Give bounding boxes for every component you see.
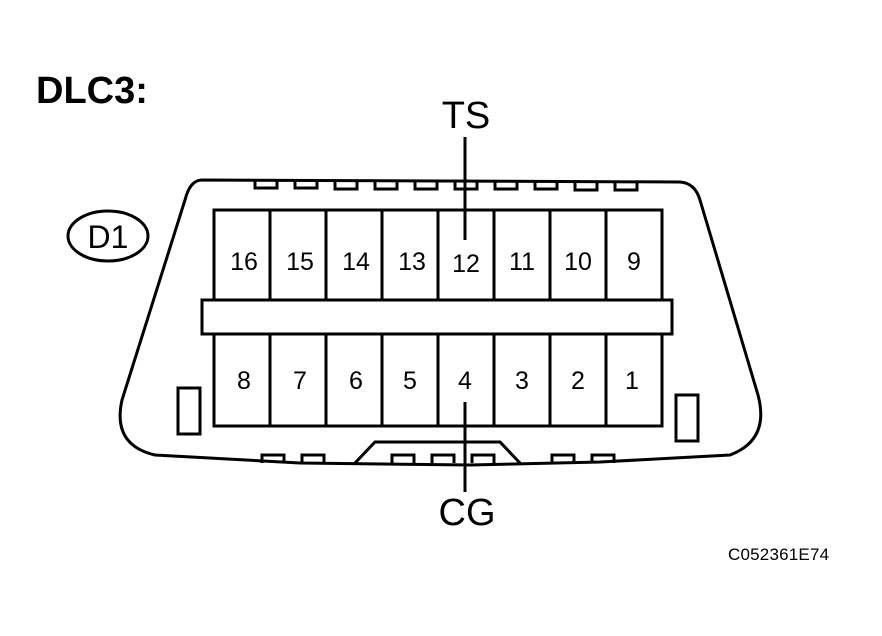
pin-label: 1 <box>625 367 639 395</box>
bottom-row-pin-labels: 8 7 6 5 4 3 2 1 <box>237 367 639 395</box>
bottom-edge-notches <box>260 453 616 463</box>
pin-label: 5 <box>403 367 417 395</box>
pin-label: 4 <box>458 367 472 395</box>
pin-label: 2 <box>571 367 585 395</box>
pin-label: 16 <box>230 248 258 276</box>
pin-label: 6 <box>349 367 363 395</box>
pin-label: 15 <box>286 248 314 276</box>
pin-label: 7 <box>293 367 307 395</box>
pin-label: 8 <box>237 367 251 395</box>
bottom-keying-tab <box>353 440 522 465</box>
pin-label: 9 <box>627 248 641 276</box>
center-divider-bar <box>200 298 674 336</box>
pin-label: 14 <box>342 248 370 276</box>
pin-label: 10 <box>564 248 592 276</box>
pin-label: 13 <box>398 248 426 276</box>
connector-id-oval <box>66 209 150 263</box>
ts-callout-label: TS <box>442 95 491 137</box>
right-latch-slot <box>674 393 700 443</box>
pin-label: 12 <box>452 250 480 278</box>
left-latch-slot <box>176 386 202 436</box>
cg-callout-label: CG <box>439 492 496 534</box>
connector-id-label: D1 <box>88 219 129 255</box>
top-pin-dividers <box>268 210 608 300</box>
figure-code: C052361E74 <box>728 545 830 564</box>
pin-label: 3 <box>515 367 529 395</box>
pin-label: 11 <box>509 248 535 276</box>
bottom-pin-dividers <box>268 334 608 426</box>
diagram-title: DLC3: <box>36 70 148 112</box>
top-row-pin-labels: 16 15 14 13 12 11 10 9 <box>230 248 641 278</box>
